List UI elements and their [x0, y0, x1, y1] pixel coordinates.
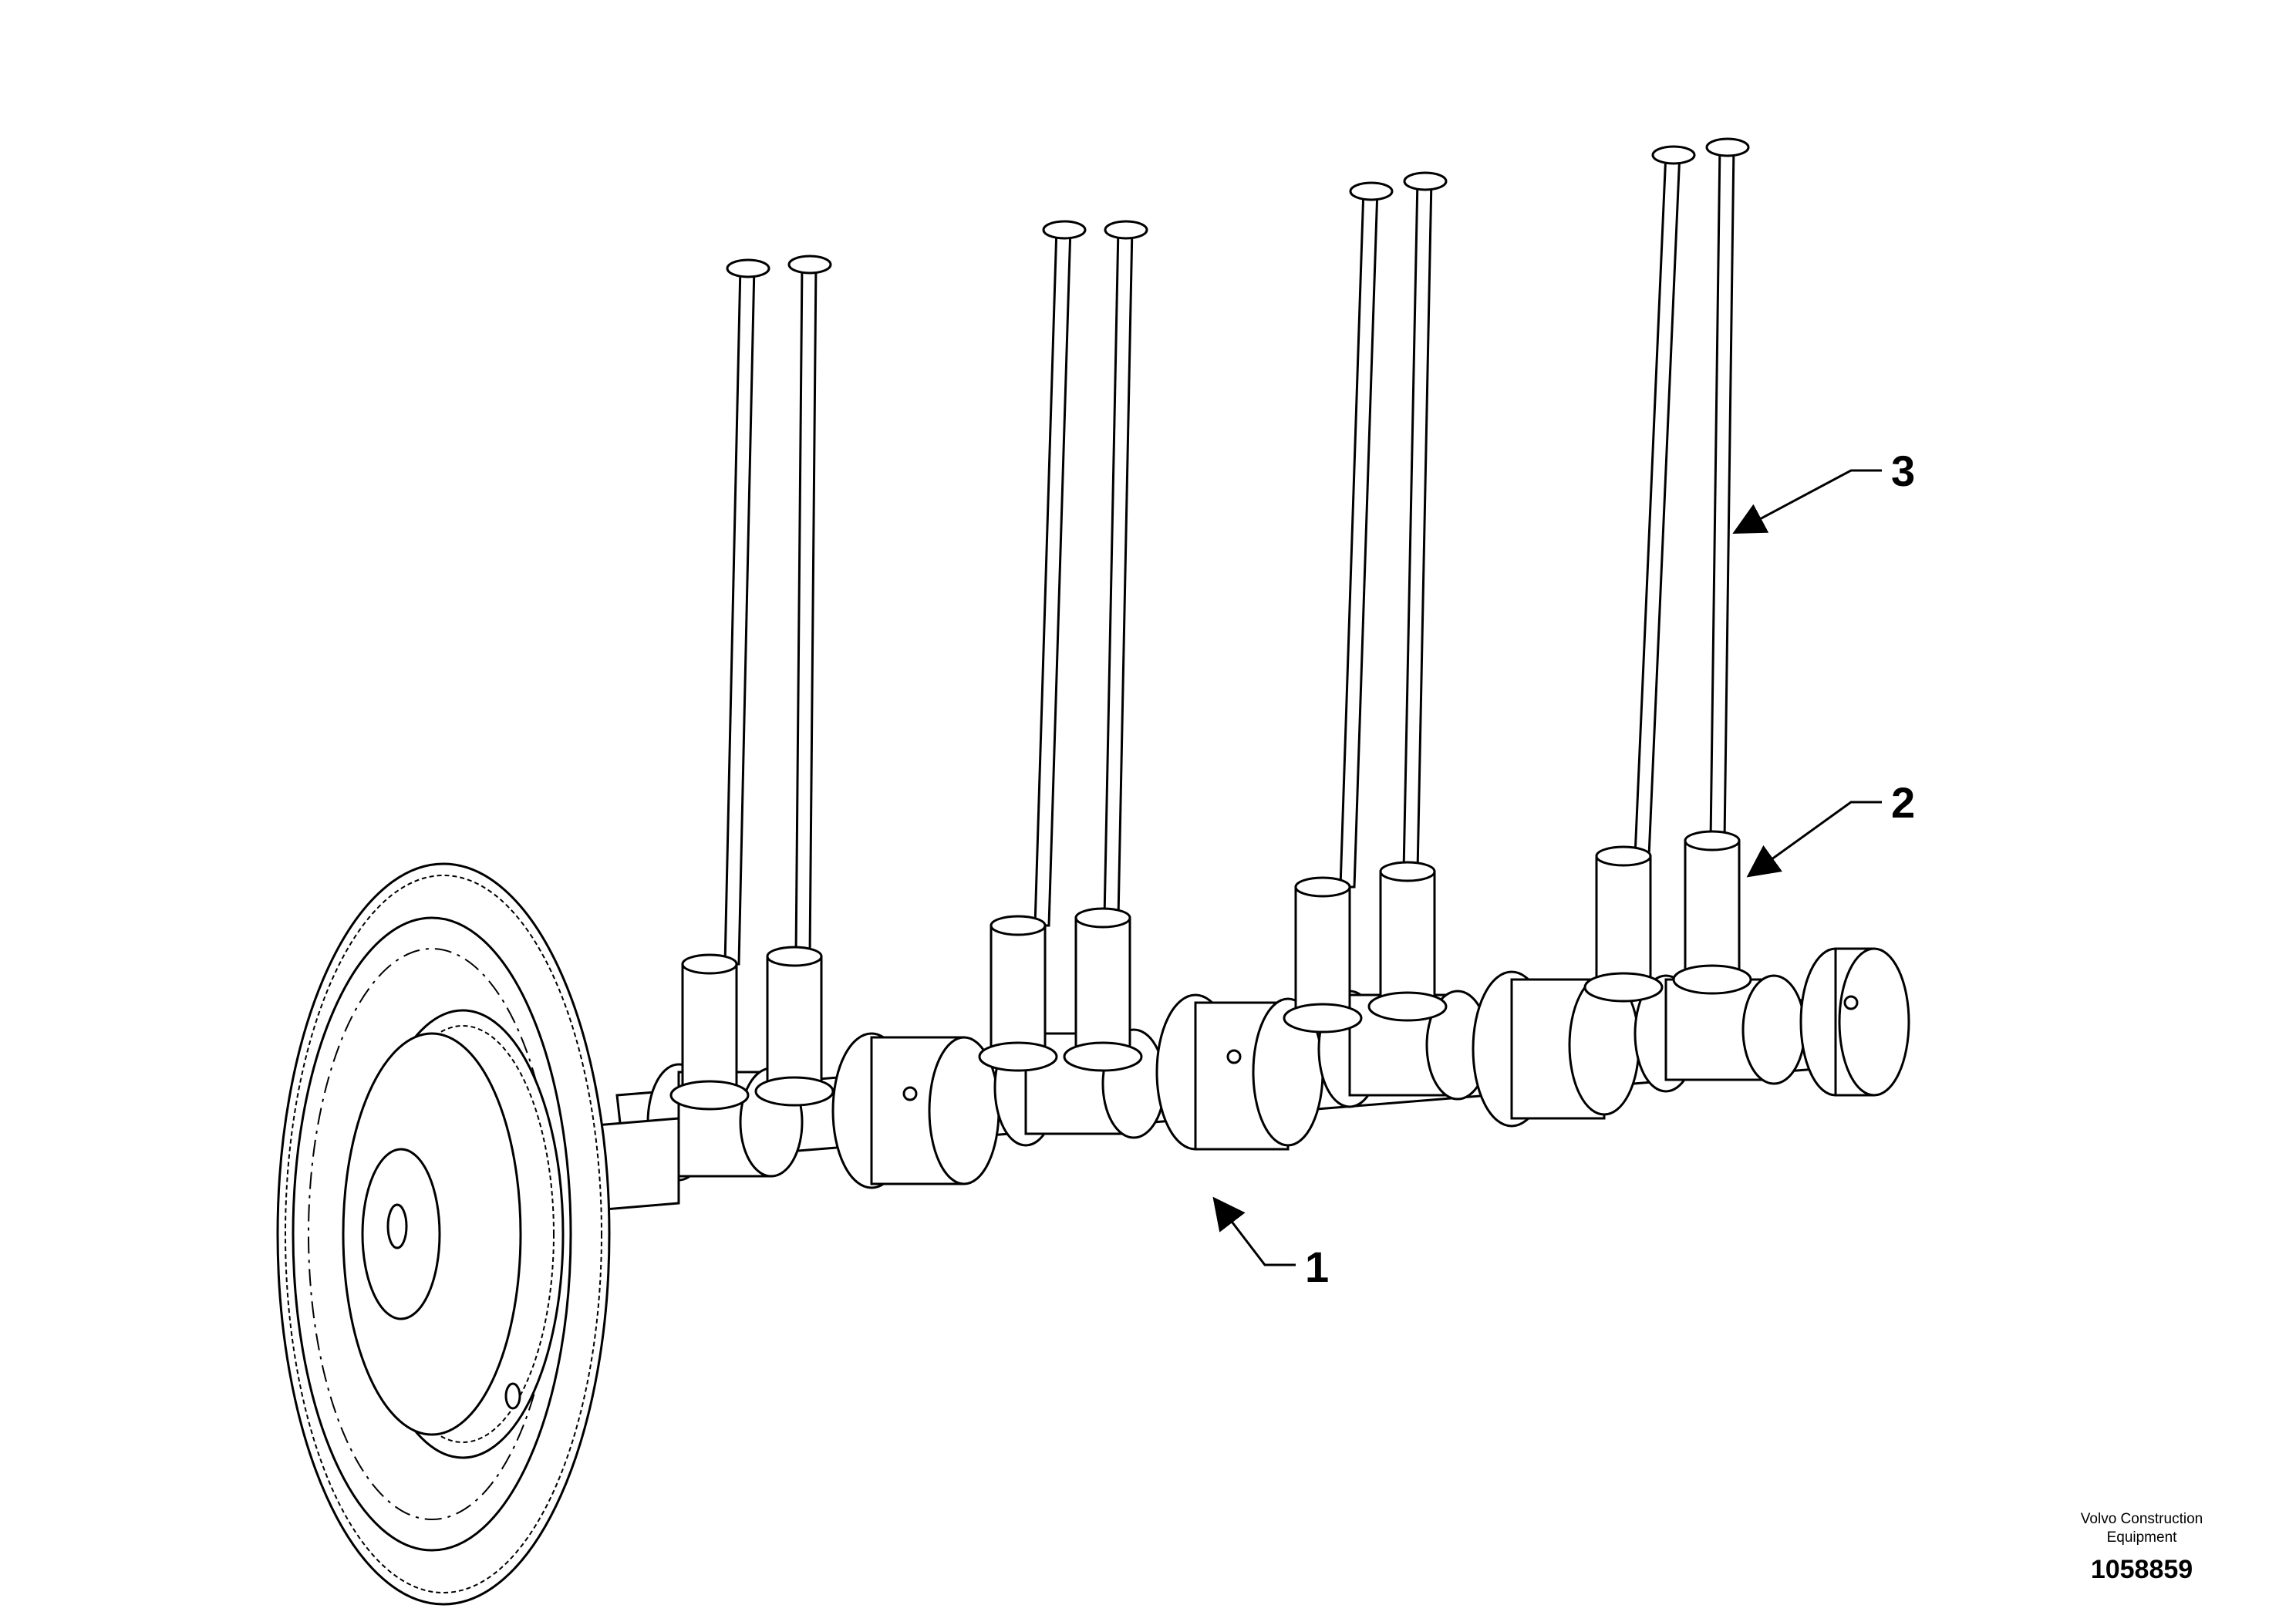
company-name-line2: Equipment [2106, 1529, 2177, 1546]
callout-2: 2 [1746, 778, 1915, 878]
company-name-line1: Volvo Construction [2080, 1511, 2203, 1527]
push-rod-assembly [1283, 181, 1394, 1034]
push-rod-assembly [754, 255, 834, 1107]
push-rod-assembly [1063, 220, 1148, 1072]
callout-1: 1 [1212, 1196, 1329, 1291]
push-rod-assembly [1672, 137, 1752, 995]
callout-3-label: 3 [1891, 447, 1915, 495]
callout-1-label: 1 [1305, 1243, 1329, 1291]
push-rod-assembly [978, 220, 1087, 1072]
callout-2-label: 2 [1891, 778, 1915, 827]
callout-3: 3 [1732, 447, 1915, 534]
push-rod-assembly [1583, 145, 1696, 1003]
timing-gear [276, 862, 611, 1606]
valve-train [669, 137, 1752, 1111]
illustration-number: 1058859 [2090, 1555, 2193, 1584]
drawing-footer: Volvo Construction Equipment 1058859 [2041, 1510, 2242, 1585]
push-rod-assembly [1367, 171, 1448, 1022]
push-rod-assembly [669, 258, 770, 1111]
